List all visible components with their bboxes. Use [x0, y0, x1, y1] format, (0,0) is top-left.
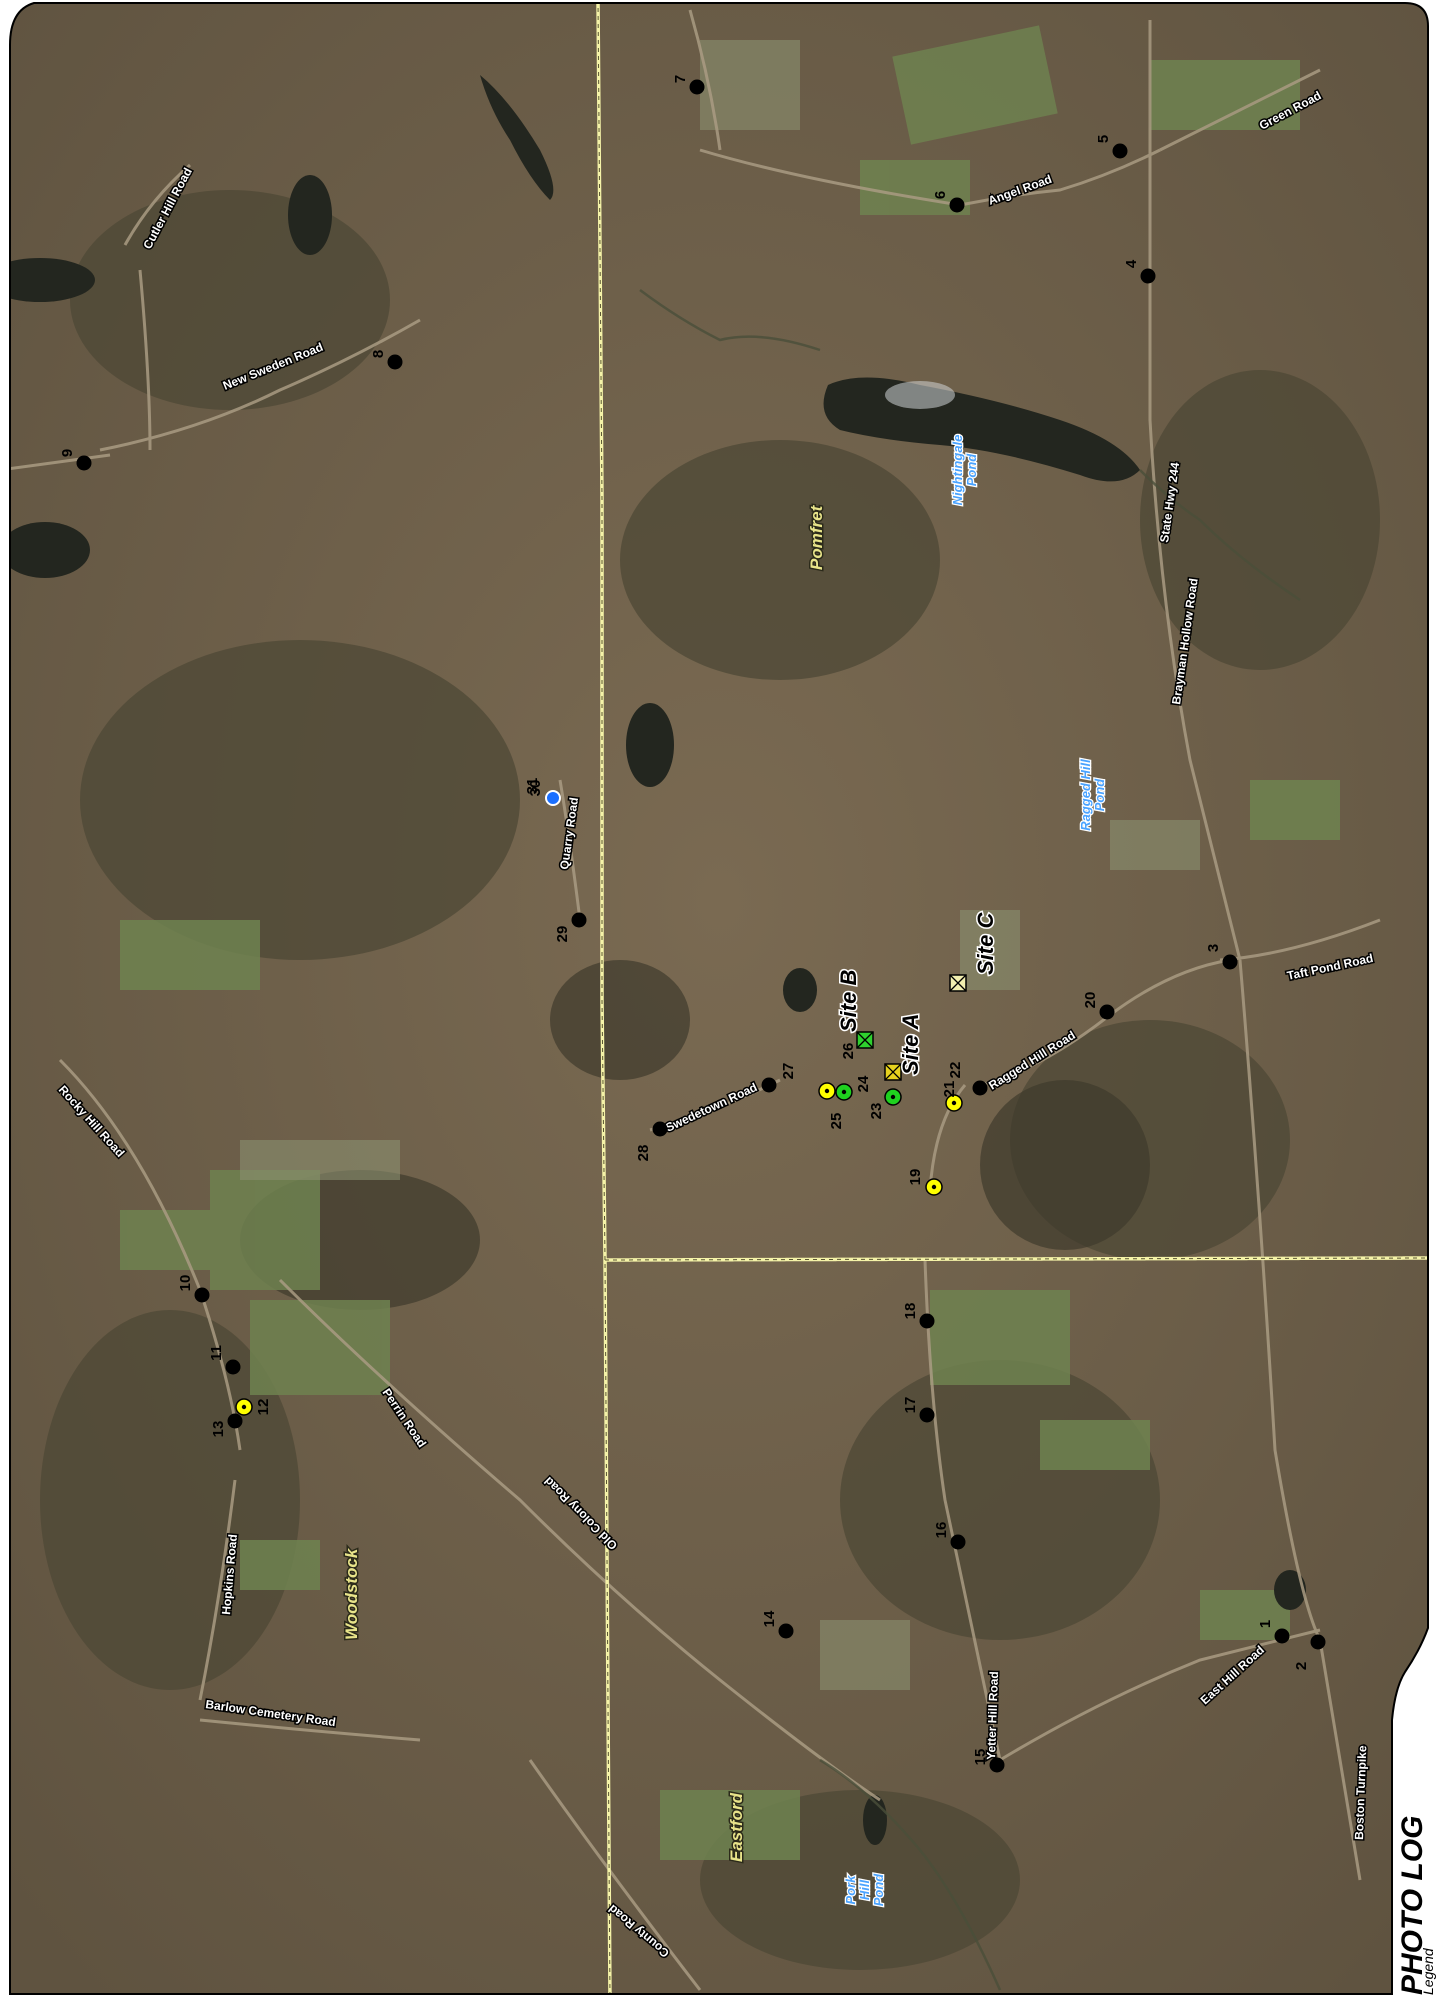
photo-point-23-center [890, 1094, 896, 1100]
town-label-woodstock: Woodstock [342, 1547, 361, 1640]
photo-point-6-label: 6 [932, 191, 949, 199]
photo-point-22-label: 22 [947, 1062, 964, 1079]
photo-point-30-label: 30 [527, 780, 544, 797]
photo-point-10-label: 10 [177, 1275, 194, 1292]
photo-point-18-marker[interactable] [919, 1313, 935, 1329]
photo-point-27-marker[interactable] [761, 1077, 777, 1093]
photo-point-13-label: 13 [210, 1421, 227, 1438]
photo-point-3-marker[interactable] [1222, 954, 1238, 970]
map-frame [9, 1, 1429, 1995]
legend-label: Legend [1420, 1947, 1436, 1995]
photo-point-21-label: 21 [941, 1081, 958, 1098]
photo-point-22-marker[interactable] [972, 1080, 988, 1096]
town-label-eastford: Eastford [727, 1792, 746, 1862]
photo-point-19-label: 19 [907, 1169, 924, 1186]
photo-point-31-label: 31 [524, 778, 541, 795]
photo-point-25-label: 25 [828, 1113, 845, 1130]
photo-point-29-marker[interactable] [571, 912, 587, 928]
photo-point-31-marker[interactable] [545, 790, 561, 806]
site-a-marker[interactable] [884, 1063, 902, 1081]
photo-point-12-label: 12 [255, 1399, 272, 1416]
photo-point-7-marker[interactable] [689, 79, 705, 95]
photo-point-5-label: 5 [1095, 135, 1112, 143]
photo-point-2-label: 2 [1293, 1662, 1310, 1670]
pond-label-pork-hill: PorkHillPond [842, 1871, 888, 1907]
pond-label-text: NightingalePond [950, 435, 979, 506]
photo-points: 1234567891011121314151617181920212223242… [59, 75, 1326, 1773]
photo-point-4-marker[interactable] [1140, 268, 1156, 284]
site-c-label: Site C [973, 912, 998, 975]
photo-point-8-marker[interactable] [387, 354, 403, 370]
photo-point-28-marker[interactable] [652, 1121, 668, 1137]
photo-point-17-label: 17 [902, 1397, 919, 1414]
photo-point-19-center [931, 1184, 937, 1190]
photo-point-3-label: 3 [1205, 944, 1222, 952]
photo-point-1-label: 1 [1257, 1620, 1274, 1628]
photo-point-8-label: 8 [370, 350, 387, 358]
photo-point-20-label: 20 [1082, 992, 1099, 1009]
photo-point-11-marker[interactable] [225, 1359, 241, 1375]
photo-log-title: PHOTO LOG [1396, 1816, 1429, 1995]
photo-point-10-marker[interactable] [194, 1287, 210, 1303]
site-b-marker[interactable] [856, 1031, 874, 1049]
photo-point-2-marker[interactable] [1310, 1634, 1326, 1650]
photo-point-11-label: 11 [208, 1345, 225, 1361]
photo-point-5-marker[interactable] [1112, 143, 1128, 159]
photo-point-15-label: 15 [972, 1749, 989, 1766]
photo-point-27-label: 27 [780, 1063, 797, 1080]
photo-point-18-label: 18 [902, 1303, 919, 1320]
photo-point-7-label: 7 [672, 75, 689, 83]
photo-point-24-center [841, 1089, 847, 1095]
pond-label-text: Ragged HillPond [1078, 759, 1107, 831]
photo-point-21-center [951, 1100, 957, 1106]
photo-point-14-marker[interactable] [778, 1623, 794, 1639]
photo-point-29-label: 29 [554, 926, 571, 943]
photo-point-12-center [241, 1404, 247, 1410]
photo-point-26-label: 26 [840, 1043, 857, 1060]
photo-point-1-marker[interactable] [1274, 1628, 1290, 1644]
site-b-label: Site B [836, 970, 861, 1032]
photo-point-20-marker[interactable] [1099, 1004, 1115, 1020]
photo-point-23-label: 23 [868, 1103, 885, 1120]
photo-point-16-marker[interactable] [950, 1534, 966, 1550]
site-a-label: Site A [898, 1013, 923, 1075]
pond-label-text: PorkHillPond [843, 1873, 886, 1907]
photo-point-28-label: 28 [635, 1145, 652, 1162]
photo-point-15-marker[interactable] [989, 1757, 1005, 1773]
photo-point-6-marker[interactable] [949, 197, 965, 213]
photo-point-25-center [824, 1088, 830, 1094]
photo-point-4-label: 4 [1123, 259, 1140, 268]
photo-point-13-marker[interactable] [227, 1413, 243, 1429]
pond-label-ragged-hill: Ragged HillPond [1077, 758, 1109, 832]
road-label: Yetter Hill Road [984, 1671, 1001, 1760]
photo-point-24-label: 24 [855, 1075, 872, 1092]
photo-point-17-marker[interactable] [919, 1407, 935, 1423]
pond-label-nightingale: NightingalePond [949, 433, 981, 506]
photo-point-16-label: 16 [933, 1522, 950, 1539]
photo-point-14-label: 14 [761, 1610, 778, 1627]
site-c-marker[interactable] [949, 974, 967, 992]
photo-point-9-label: 9 [59, 449, 76, 457]
town-label-pomfret: Pomfret [807, 504, 826, 570]
photo-point-9-marker[interactable] [76, 455, 92, 471]
road-label: Boston Turnpike [1352, 1745, 1369, 1840]
